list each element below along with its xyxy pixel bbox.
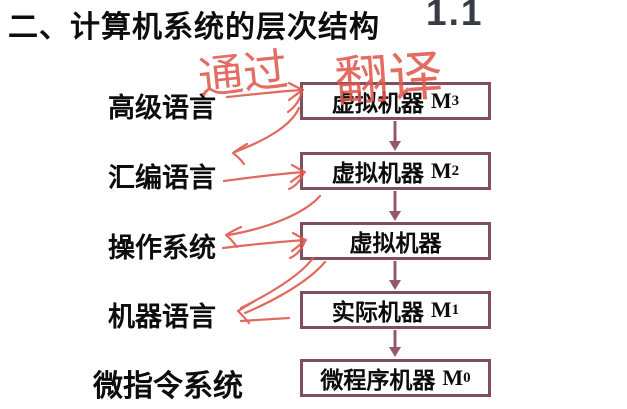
label-operating-system: 操作系统 (108, 233, 216, 263)
box-text: 微程序机器 (320, 367, 436, 393)
label-high-level-language: 高级语言 (108, 93, 216, 123)
label-assembly-language: 汇编语言 (108, 163, 216, 193)
ink-arrow-m3-to-assembly (231, 106, 301, 166)
box-text: 虚拟机器 (331, 90, 424, 116)
connector-arrow-down-2 (389, 191, 401, 221)
machine-subscript: 3 (451, 92, 460, 109)
ink-arrow-assembly-to-m2 (222, 163, 307, 191)
connector-arrow-down-3 (389, 261, 401, 290)
box-text: 实际机器 (331, 299, 424, 325)
box-text: 虚拟机器 (331, 160, 424, 186)
label-microinstruction-system: 微指令系统 (93, 370, 243, 403)
label-machine-language: 机器语言 (108, 302, 216, 332)
page-number: 1.1 (426, 0, 484, 33)
slide-title: 二、计算机系统的层次结构 (8, 11, 380, 44)
box-virtual-machine: 虚拟机器 (300, 222, 491, 260)
box-text: 虚拟机器 (349, 230, 442, 256)
connector-arrow-down-4 (389, 330, 401, 357)
ink-arrow-highlevel-to-m3 (225, 81, 305, 114)
machine-symbol: M (430, 297, 452, 322)
machine-symbol: M (430, 88, 452, 113)
machine-subscript: 1 (451, 301, 460, 318)
machine-subscript: 0 (463, 369, 471, 386)
machine-symbol: M (442, 365, 464, 390)
machine-symbol: M (430, 158, 452, 183)
connector-arrow-down-1 (389, 121, 401, 151)
machine-subscript: 2 (451, 162, 460, 179)
ink-arrow-os-to-vm (221, 231, 308, 260)
